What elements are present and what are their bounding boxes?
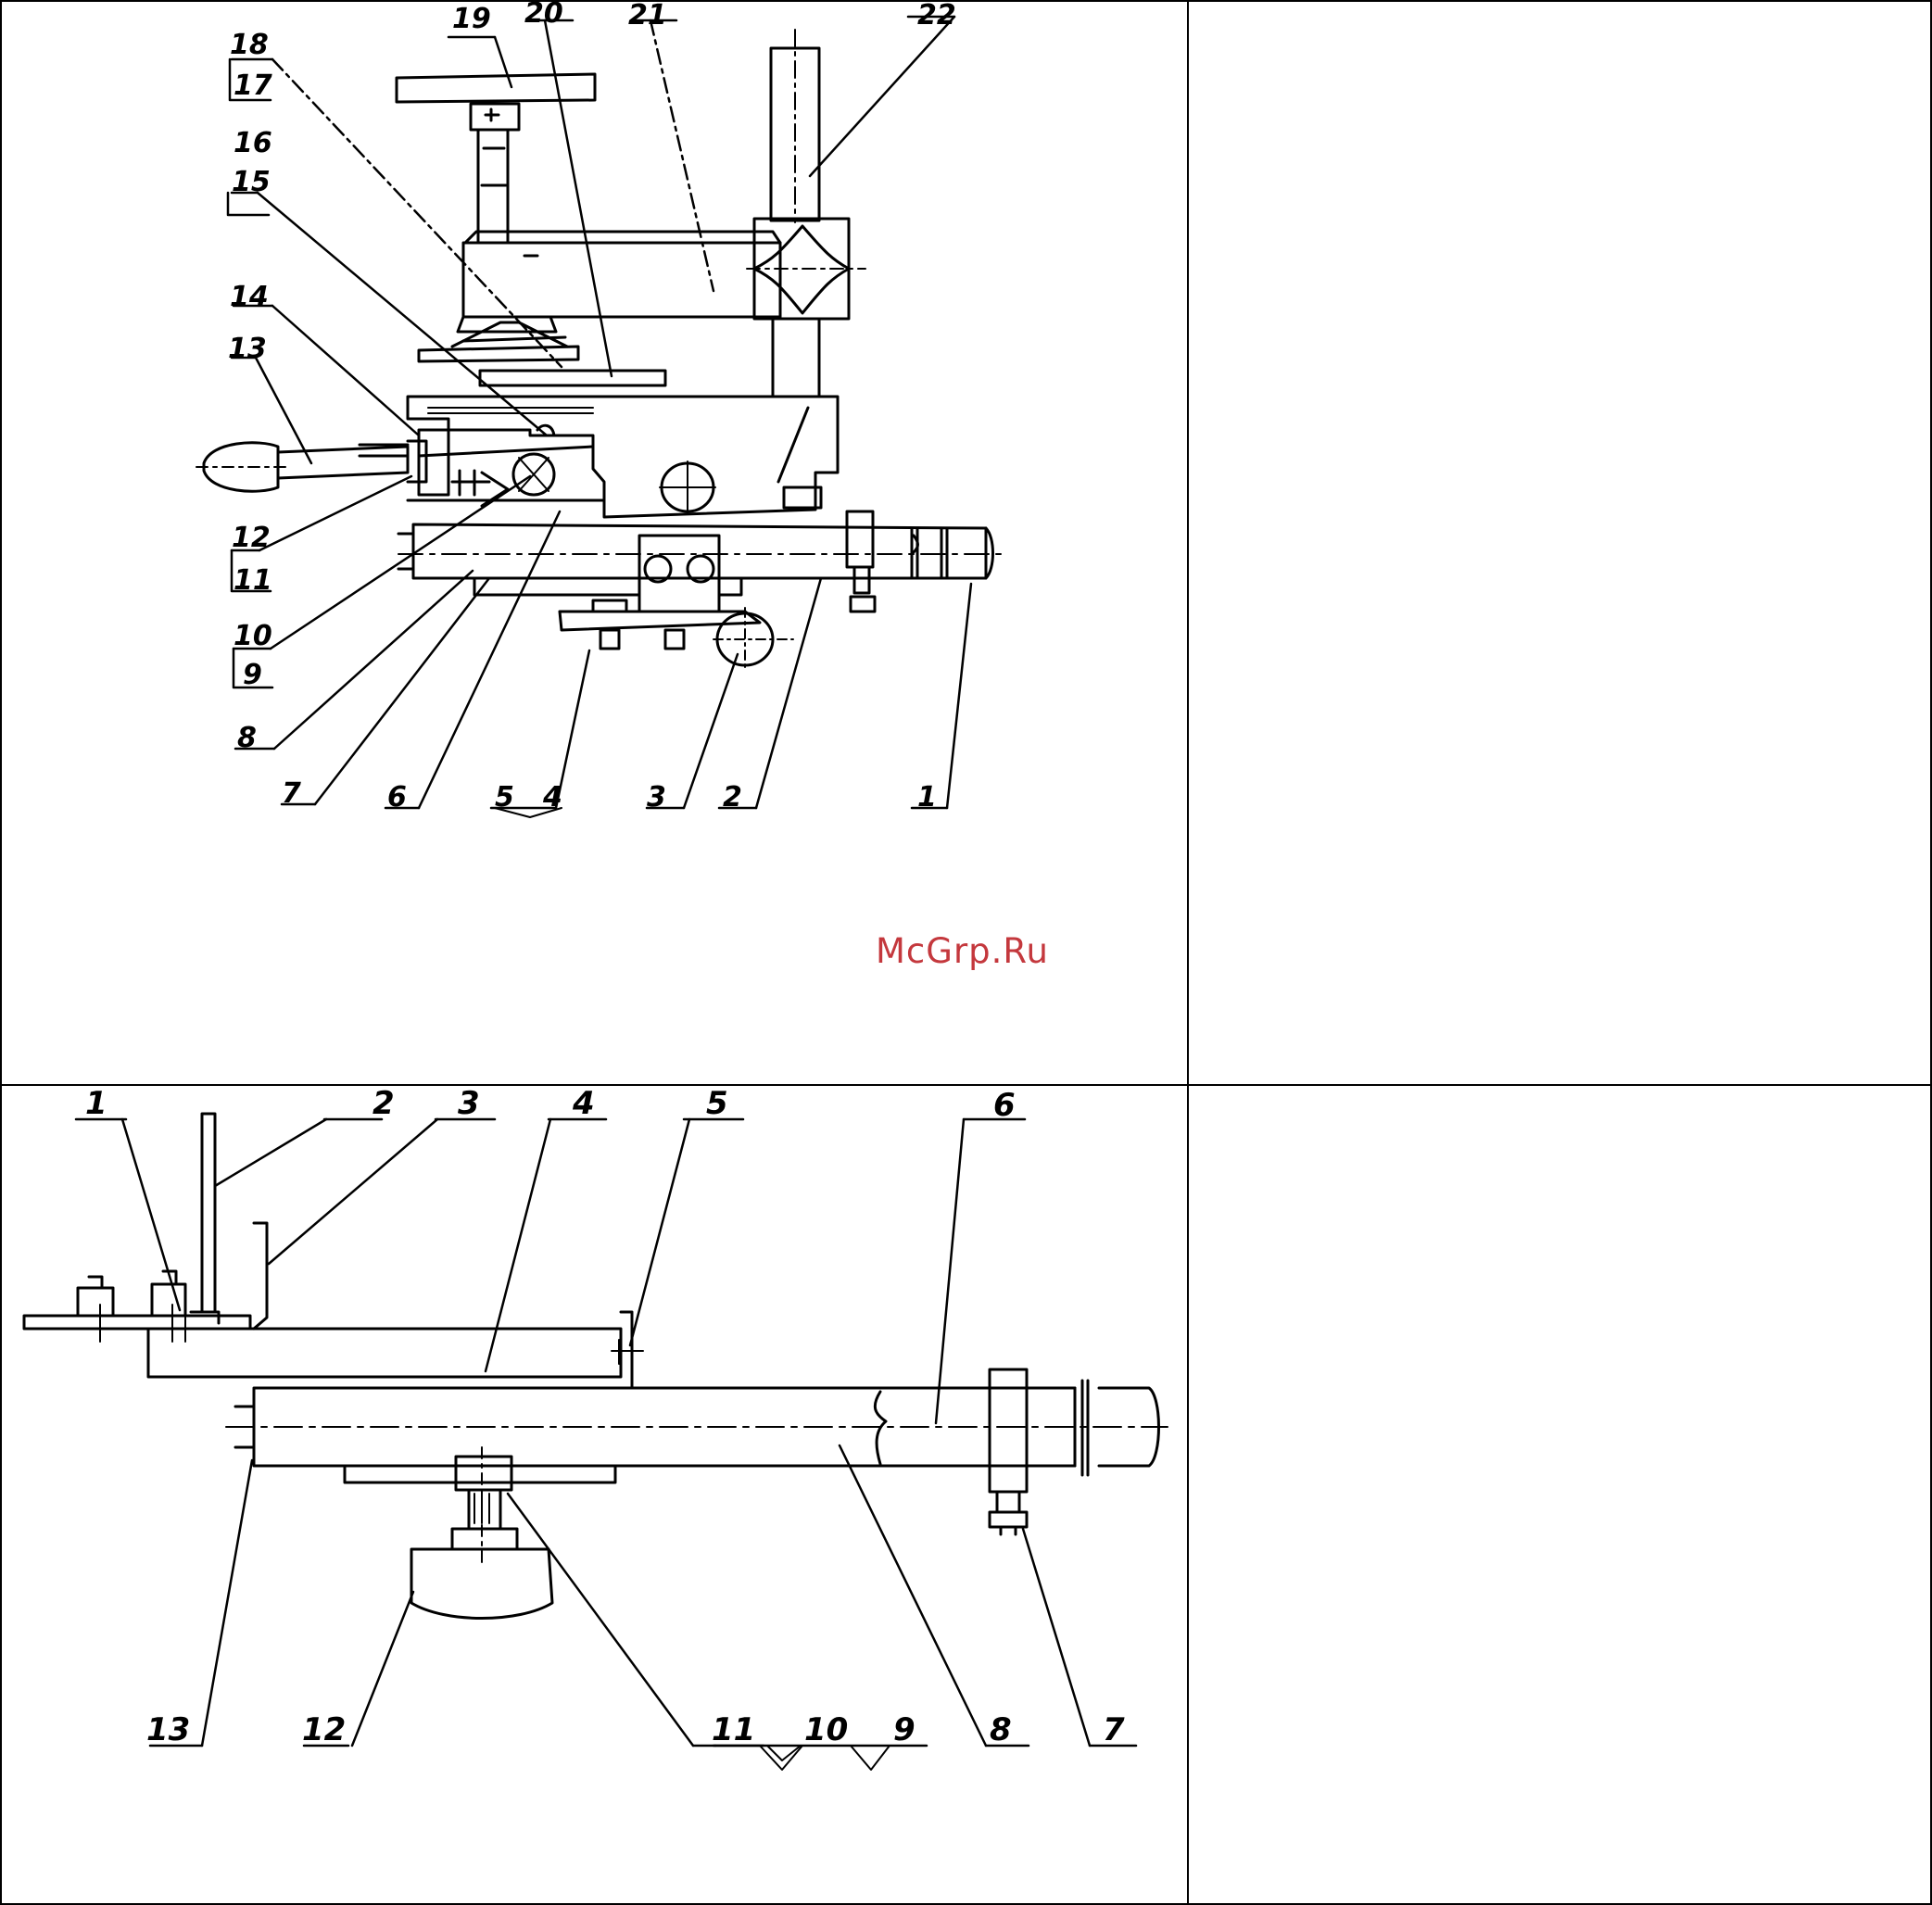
label-5: 5 <box>495 781 514 814</box>
label-9: 9 <box>243 659 262 691</box>
column <box>747 30 865 397</box>
label-8: 8 <box>237 722 257 754</box>
leaders-top <box>232 17 971 817</box>
label-b2: 2 <box>373 1086 395 1122</box>
label-b9: 9 <box>893 1711 915 1748</box>
label-b3: 3 <box>458 1086 480 1122</box>
horizontal-bar <box>398 524 1001 578</box>
label-10: 10 <box>234 620 272 652</box>
label-18: 18 <box>230 29 269 61</box>
label-6: 6 <box>387 781 407 814</box>
base-plate <box>560 600 760 649</box>
lower-bracket <box>345 1447 615 1619</box>
inner-mechanism <box>408 425 604 506</box>
label-b13: 13 <box>146 1711 190 1748</box>
label-b5: 5 <box>706 1086 728 1122</box>
label-b7: 7 <box>1103 1711 1125 1748</box>
label-19: 19 <box>452 3 491 35</box>
label-3: 3 <box>647 781 666 814</box>
label-16: 16 <box>234 127 272 159</box>
label-20: 20 <box>524 0 563 30</box>
label-b4: 4 <box>572 1086 595 1122</box>
label-4: 4 <box>542 781 562 814</box>
label-14: 14 <box>230 281 269 313</box>
lever-handle <box>196 441 426 491</box>
label-b10: 10 <box>804 1711 848 1748</box>
label-13: 13 <box>228 333 267 365</box>
clamp-bottom <box>990 1369 1027 1534</box>
label-11: 11 <box>234 564 272 597</box>
label-b8: 8 <box>990 1711 1012 1748</box>
label-b12: 12 <box>302 1711 346 1748</box>
label-17: 17 <box>234 69 272 102</box>
spring-disc <box>419 317 665 385</box>
label-2: 2 <box>723 781 742 814</box>
upper-arm <box>463 232 780 317</box>
label-1: 1 <box>917 781 937 814</box>
label-b1: 1 <box>85 1086 107 1122</box>
label-15: 15 <box>232 166 271 198</box>
label-b11: 11 <box>712 1711 755 1748</box>
label-b6: 6 <box>993 1087 1016 1124</box>
upper-bar <box>148 1312 643 1388</box>
label-22: 22 <box>917 0 956 32</box>
watermark: McGrp.Ru <box>876 931 1049 971</box>
diagram-top: 19 20 21 22 18 17 16 15 14 13 12 11 10 9… <box>0 0 1188 1084</box>
top-handle <box>397 74 595 243</box>
diagram-bottom: 1 2 3 4 5 6 7 8 9 10 11 12 13 <box>0 1086 1188 1905</box>
leaders-bottom <box>76 1119 1136 1770</box>
label-21: 21 <box>628 0 667 32</box>
label-7: 7 <box>282 777 301 810</box>
vertical-pins <box>191 1114 267 1329</box>
label-12: 12 <box>232 522 271 554</box>
